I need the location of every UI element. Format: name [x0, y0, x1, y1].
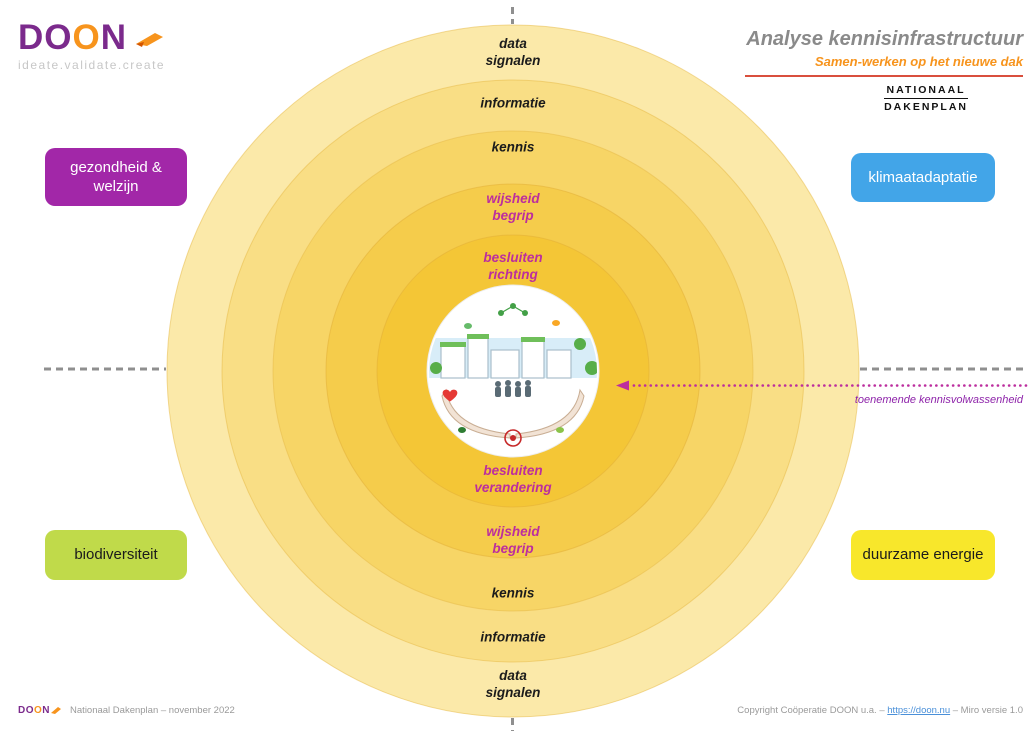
- quadrant-duurzame-energie: duurzame energie: [851, 530, 995, 580]
- ring-label-informatie-top: informatie: [480, 95, 546, 111]
- maturity-arrow-head: [616, 380, 629, 391]
- quadrant-label: duurzame energie: [862, 546, 984, 564]
- ring-label-wijsheid-bottom: wijsheid begrip: [486, 524, 540, 556]
- ring-label-data-top: data signalen: [485, 36, 541, 68]
- doon-link[interactable]: https://doon.nu: [887, 705, 951, 716]
- org-line-2: DAKENPLAN: [884, 101, 968, 113]
- ring-label-data-bottom: data signalen: [485, 668, 541, 700]
- divider-line: [745, 75, 1023, 77]
- quadrant-biodiversiteit: biodiversiteit: [45, 530, 187, 580]
- quadrant-gezondheid-welzijn: gezondheid & welzijn: [45, 148, 187, 206]
- ring-label-kennis-top: kennis: [491, 139, 535, 155]
- rocket-icon: [51, 707, 62, 714]
- footer-copyright-text: Copyright Coöperatie DOON u.a. –: [737, 705, 888, 716]
- header-title-block: Analyse kennisinfrastructuur Samen-werke…: [745, 28, 1023, 115]
- logo-letter: N: [42, 705, 51, 716]
- page-subtitle: Samen-werken op het nieuwe dak: [814, 54, 1023, 69]
- center-illustration: [429, 303, 597, 447]
- logo-tagline: ideate.validate.create: [18, 58, 166, 72]
- logo-letter: N: [100, 18, 128, 57]
- ring-label-kennis-bottom: kennis: [491, 585, 535, 601]
- ring-label-informatie-bottom: informatie: [480, 629, 546, 645]
- rocket-icon: [136, 32, 164, 47]
- logo-letter: D: [18, 18, 45, 57]
- footer-version-text: – Miro versie 1.0: [950, 705, 1023, 716]
- org-line-1: NATIONAAL: [884, 84, 968, 99]
- logo-letter: O: [44, 18, 73, 57]
- nationaal-dakenplan-logo: NATIONAAL DAKENPLAN: [884, 84, 968, 113]
- logo-letter: O: [25, 705, 35, 716]
- quadrant-klimaatadaptatie: klimaatadaptatie: [851, 153, 995, 202]
- quadrant-label: klimaatadaptatie: [868, 168, 978, 186]
- ring-label-besluiten-bottom: besluiten verandering: [474, 463, 552, 495]
- footer-right: Copyright Coöperatie DOON u.a. – https:/…: [737, 705, 1023, 716]
- footer-left-text: Nationaal Dakenplan – november 2022: [70, 705, 235, 716]
- quadrant-label: gezondheid & welzijn: [70, 158, 162, 196]
- maturity-arrow-label: toenemende kennisvolwassenheid: [854, 394, 1023, 406]
- ring-label-wijsheid-top: wijsheid begrip: [486, 191, 540, 223]
- logo-letter: O: [34, 705, 43, 716]
- logo-letter: O: [72, 18, 101, 57]
- ring-label-besluiten-top: besluiten richting: [483, 250, 543, 282]
- logo-letter: D: [18, 705, 26, 716]
- page-title: Analyse kennisinfrastructuur: [746, 28, 1023, 50]
- quadrant-label: biodiversiteit: [74, 546, 158, 564]
